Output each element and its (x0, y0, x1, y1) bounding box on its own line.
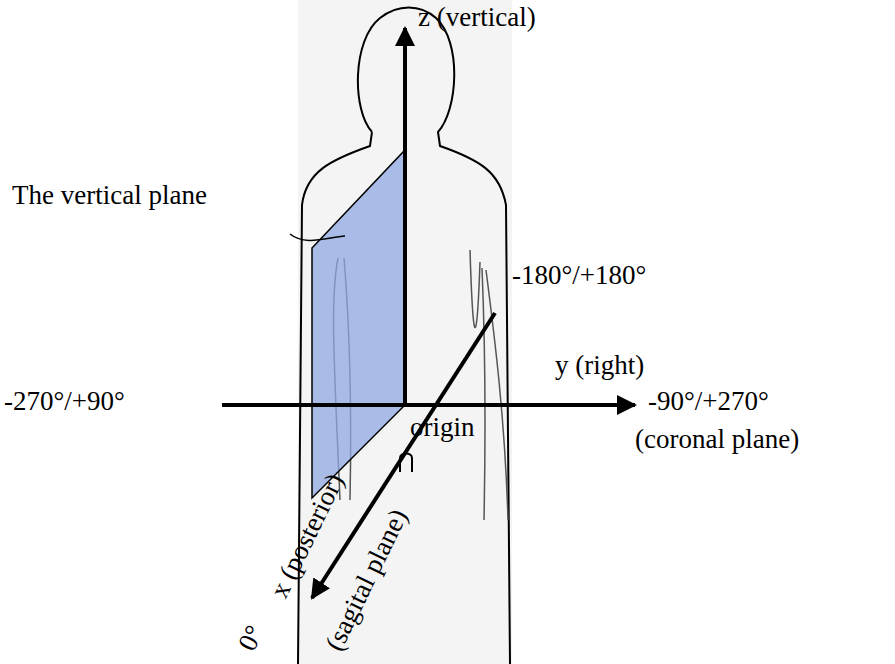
right-arm-line (470, 250, 508, 520)
x-axis (312, 313, 495, 598)
body-silhouette (298, 8, 510, 664)
origin-label: origin (410, 414, 475, 441)
angle-label: -180°/+180° (512, 262, 646, 289)
plane-label: (coronal plane) (635, 426, 799, 453)
z-axis (403, 28, 407, 405)
figure-ground (298, 0, 512, 664)
leader-line (290, 234, 345, 240)
plane-callout: The vertical plane (12, 182, 207, 209)
vertical-plane (312, 150, 405, 498)
axis-label: y (right) (555, 352, 644, 379)
y-axis (222, 403, 635, 407)
angle-label: -270°/+90° (4, 388, 125, 415)
angle-label: 0° (234, 621, 269, 655)
angle-label: -90°/+270° (648, 388, 769, 415)
axis-label: z (vertical) (418, 4, 536, 31)
